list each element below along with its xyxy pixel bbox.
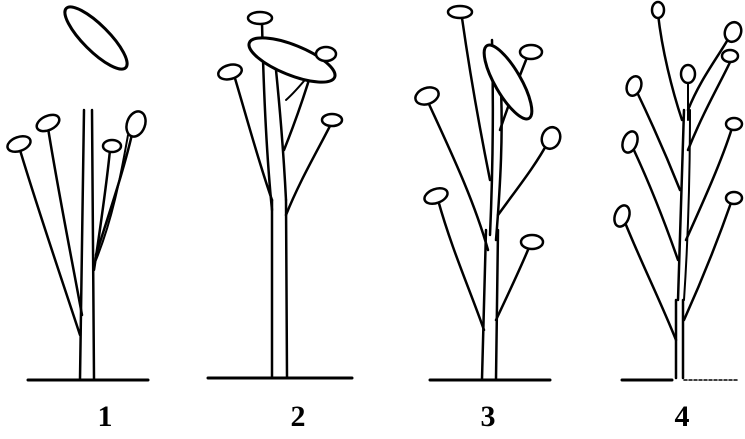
main-stem <box>80 110 84 379</box>
sporangium-head <box>103 140 121 152</box>
panel-4-drawing <box>612 2 744 380</box>
main-stem <box>496 230 498 379</box>
sporangium-head <box>722 20 744 44</box>
branch <box>684 200 732 320</box>
main-stem <box>92 110 94 379</box>
branch <box>286 122 332 215</box>
sporangium-head <box>413 84 441 107</box>
branch <box>20 150 80 335</box>
sporangium-head <box>652 2 664 18</box>
sporangium-head <box>57 0 135 77</box>
sporangium-head <box>5 133 32 154</box>
branch <box>686 128 732 240</box>
branch <box>632 146 678 260</box>
sporangium-head <box>316 47 336 61</box>
branch <box>636 90 680 190</box>
branch <box>276 70 286 200</box>
panel-1-drawing <box>5 0 149 380</box>
branch <box>624 220 676 340</box>
sporangium-head <box>612 203 633 228</box>
panel-3-drawing <box>413 6 563 380</box>
sporangium-head <box>624 74 644 98</box>
branch <box>462 18 490 180</box>
branch <box>658 14 682 120</box>
sporangium-head <box>322 114 342 126</box>
sporangium-head <box>620 129 641 154</box>
sporangium-head <box>681 65 695 83</box>
panel-label-1: 1 <box>85 400 125 434</box>
branch <box>678 110 684 300</box>
sporangium-head <box>422 185 449 206</box>
sporangium-head <box>248 12 272 24</box>
panel-label-4: 4 <box>662 400 702 434</box>
branch <box>498 142 548 215</box>
sporangium-head <box>521 235 543 249</box>
sporangium-head <box>520 45 542 59</box>
sporangium-head <box>539 125 563 152</box>
main-stem <box>482 230 486 379</box>
panel-2-drawing <box>208 12 352 378</box>
sporangium-head <box>123 109 149 140</box>
main-stem <box>286 200 287 377</box>
branch <box>684 110 690 300</box>
panel-label-3: 3 <box>468 400 508 434</box>
sporangium-head <box>217 62 244 82</box>
sporangium-head <box>448 6 472 18</box>
branch <box>496 245 530 320</box>
sporangium-head <box>722 50 738 62</box>
sporangium-head <box>34 112 62 135</box>
panel-label-2: 2 <box>278 400 318 434</box>
sporangium-head <box>726 192 742 204</box>
sporangium-head <box>726 118 742 130</box>
